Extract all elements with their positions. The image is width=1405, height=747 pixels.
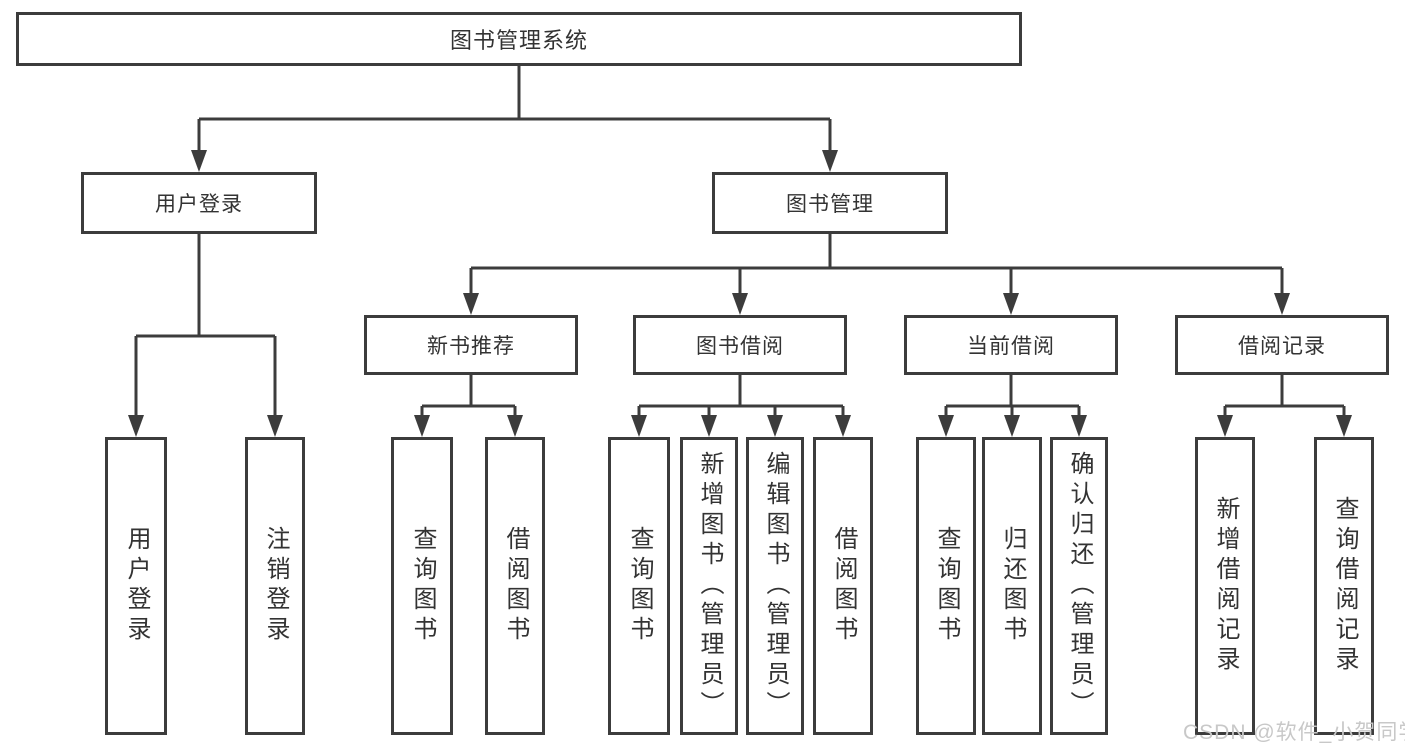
node-borrow-records-label: 借阅记录 [1238, 335, 1326, 358]
leaf-edit-books-admin: 编辑图书（管理员） [746, 437, 804, 735]
node-new-book-recommend-label: 新书推荐 [427, 335, 515, 358]
leaf-confirm-return-admin: 确认归还（管理员） [1050, 437, 1108, 735]
leaf-user-login-label: 用户登录 [123, 526, 150, 646]
leaf-add-borrow-record: 新增借阅记录 [1195, 437, 1255, 735]
leaf-borrow-books-1: 借阅图书 [485, 437, 545, 735]
node-user-login-label: 用户登录 [155, 193, 243, 216]
leaf-user-login: 用户登录 [105, 437, 167, 735]
node-book-borrow-label: 图书借阅 [696, 335, 784, 358]
node-book-borrow: 图书借阅 [633, 315, 847, 375]
leaf-add-borrow-record-label: 新增借阅记录 [1212, 496, 1239, 676]
leaf-return-books: 归还图书 [982, 437, 1042, 735]
leaf-logout: 注销登录 [245, 437, 305, 735]
node-current-borrow-label: 当前借阅 [967, 335, 1055, 358]
node-root-label: 图书管理系统 [449, 28, 588, 53]
node-borrow-records: 借阅记录 [1175, 315, 1389, 375]
leaf-return-books-label: 归还图书 [999, 526, 1026, 646]
leaf-query-books-2: 查询图书 [608, 437, 670, 735]
leaf-logout-label: 注销登录 [262, 526, 289, 646]
node-current-borrow: 当前借阅 [904, 315, 1118, 375]
leaf-query-books-3-label: 查询图书 [933, 526, 960, 646]
leaf-confirm-return-admin-label: 确认归还（管理员） [1066, 451, 1093, 721]
leaf-add-books-admin-label: 新增图书（管理员） [696, 451, 723, 721]
leaf-query-borrow-record-label: 查询借阅记录 [1331, 496, 1358, 676]
leaf-query-books-2-label: 查询图书 [626, 526, 653, 646]
leaf-query-books-1: 查询图书 [391, 437, 453, 735]
leaf-query-borrow-record: 查询借阅记录 [1314, 437, 1374, 735]
leaf-query-books-1-label: 查询图书 [409, 526, 436, 646]
node-book-management-label: 图书管理 [786, 193, 874, 216]
node-user-login: 用户登录 [81, 172, 317, 234]
leaf-edit-books-admin-label: 编辑图书（管理员） [762, 451, 789, 721]
arrowheads [128, 150, 1352, 437]
node-new-book-recommend: 新书推荐 [364, 315, 578, 375]
leaf-add-books-admin: 新增图书（管理员） [680, 437, 738, 735]
node-root-system: 图书管理系统 [16, 12, 1022, 66]
csdn-watermark: CSDN @软件_小贺同学 [1183, 721, 1405, 744]
leaf-borrow-books-1-label: 借阅图书 [502, 526, 529, 646]
node-book-management: 图书管理 [712, 172, 948, 234]
leaf-query-books-3: 查询图书 [916, 437, 976, 735]
leaf-borrow-books-2: 借阅图书 [813, 437, 873, 735]
leaf-borrow-books-2-label: 借阅图书 [830, 526, 857, 646]
